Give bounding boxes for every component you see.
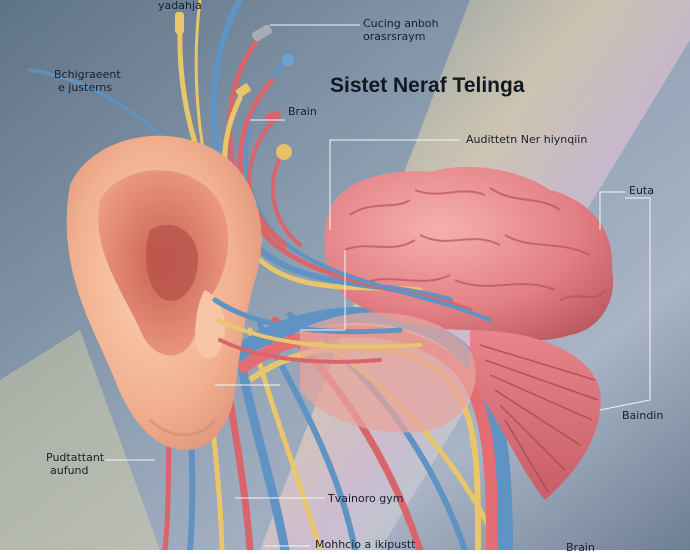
diagram-title: Sistet Neraf Telinga xyxy=(330,74,525,97)
outer-ear xyxy=(66,135,262,450)
cerebellum xyxy=(470,330,601,500)
inner-cavity xyxy=(300,312,476,433)
label-bottom-mid: Tvainoro gym xyxy=(328,492,404,505)
light-flare-left xyxy=(0,330,160,550)
label-brain: Brain xyxy=(288,105,317,118)
label-auditory-nerve: Audittetn Ner hiynqiin xyxy=(466,133,588,146)
brain xyxy=(324,166,614,341)
label-bottom-mid-2: Mohhcio a ikipustt xyxy=(315,538,416,551)
label-upper-right-1: Cucing anboh xyxy=(363,17,439,30)
label-bottom-left-1: Pudtattant xyxy=(46,451,105,464)
leader-lines xyxy=(105,24,651,547)
label-right-top: Euta xyxy=(629,184,654,197)
label-top-left: yadahja xyxy=(158,0,202,12)
label-left-1: Bchigraeent xyxy=(54,68,121,81)
label-right-bottom: Baindin xyxy=(622,409,664,422)
label-upper-right-2: orasrsraym xyxy=(363,30,426,43)
lower-nerves xyxy=(212,297,422,364)
label-left-2: e justerns xyxy=(58,81,113,94)
label-bottom-left-2: aufund xyxy=(50,464,89,477)
nerve-end-caps xyxy=(175,12,294,160)
label-bottom-right: Brain xyxy=(566,541,595,554)
